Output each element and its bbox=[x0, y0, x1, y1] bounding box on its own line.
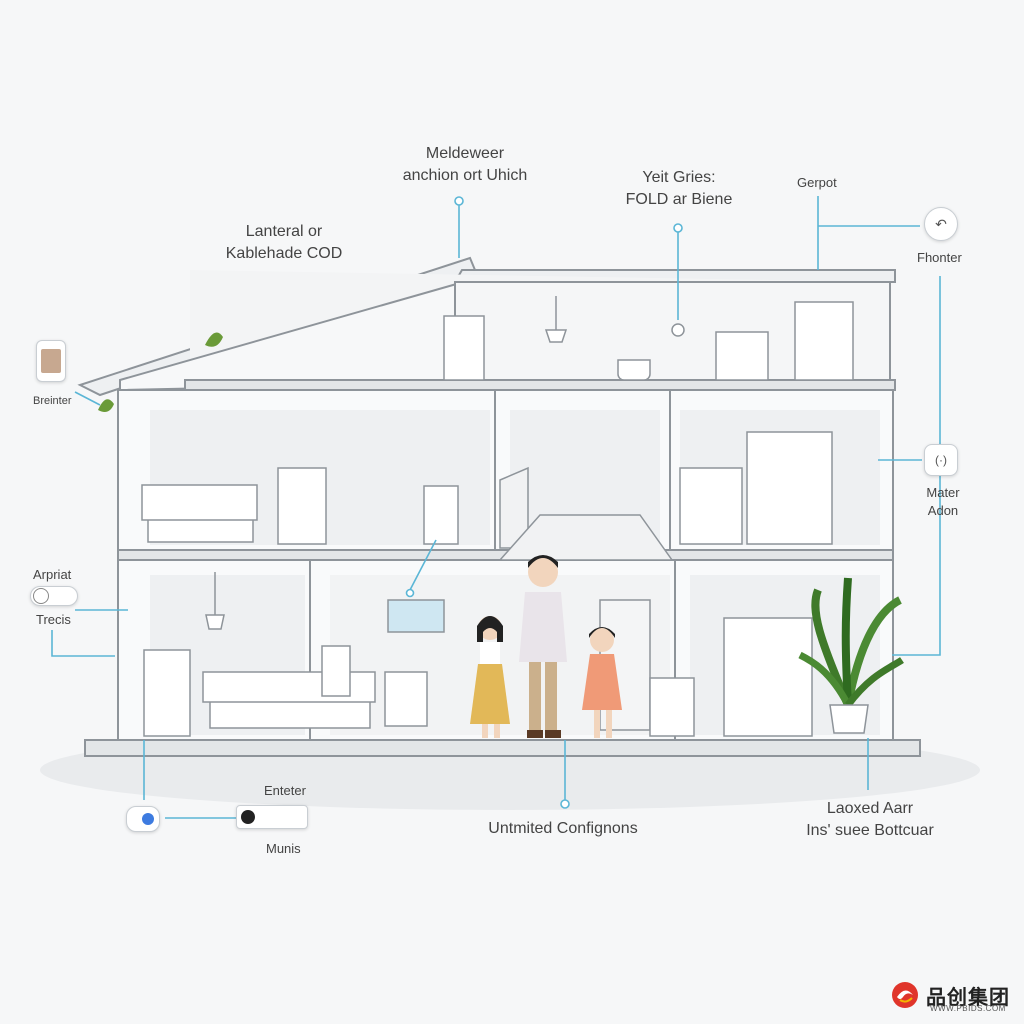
label-top-center-line1: Meldeweer bbox=[425, 145, 505, 162]
bookshelf-icon bbox=[443, 315, 485, 381]
label-bottom-center: Untmited Confignons bbox=[488, 820, 638, 837]
washer-icon bbox=[723, 617, 813, 737]
logo-text: 品创集团 bbox=[926, 986, 1010, 1009]
sensor-icon[interactable]: (·) bbox=[924, 444, 958, 476]
sofa-icon bbox=[141, 484, 258, 543]
air-purifier-icon bbox=[423, 485, 459, 545]
sink-icon bbox=[617, 359, 651, 381]
oven-icon bbox=[679, 467, 743, 545]
middle-furniture bbox=[141, 431, 833, 549]
label-top-mid-line1: Yeit Gries: bbox=[642, 169, 716, 186]
label-bottom-left-2: Munis bbox=[266, 841, 301, 856]
fridge-icon bbox=[746, 431, 833, 545]
label-top-mid-line2: FOLD ar Biene bbox=[625, 190, 733, 208]
label-left-top: Lanteral or Kablehade COD bbox=[226, 221, 343, 264]
tablet-device-icon[interactable] bbox=[36, 340, 66, 382]
camera-icon bbox=[671, 323, 685, 337]
label-left-mid-1: Arpriat bbox=[33, 567, 72, 582]
stairs-landing bbox=[498, 514, 674, 561]
brand-logo: 品创集团 bbox=[890, 980, 1010, 1010]
leaf-icon bbox=[205, 332, 223, 347]
attic-floor bbox=[184, 379, 896, 391]
label-right-upper: Fhonter bbox=[917, 250, 962, 265]
plant-icon bbox=[798, 577, 904, 734]
label-bottom-right-line1: Laoxed Aarr bbox=[826, 800, 914, 817]
drawer-icon bbox=[384, 671, 428, 727]
cabinet-icon bbox=[715, 331, 769, 381]
label-top-mid: Yeit Gries: FOLD ar Biene bbox=[626, 167, 733, 210]
bin-icon bbox=[649, 677, 695, 737]
label-bottom-left-1: Enteter bbox=[264, 783, 306, 798]
label-right-mid-line1: Mater bbox=[926, 485, 960, 500]
pendant-lamp-icon bbox=[544, 329, 568, 343]
heater-icon bbox=[143, 649, 191, 737]
label-bottom-right-line2: Ins' suee Bottcuar bbox=[806, 821, 934, 839]
label-right-mid: Mater Adon bbox=[926, 484, 959, 519]
ceiling-lamp-icon bbox=[205, 614, 225, 630]
label-left-mid-2: Trecis bbox=[36, 612, 71, 627]
connector-lines bbox=[51, 196, 941, 819]
tv-screen-icon bbox=[387, 599, 445, 633]
house-structure bbox=[77, 256, 921, 757]
label-top-center-line2: anchion ort Uhich bbox=[402, 166, 528, 184]
leaf-icon bbox=[98, 399, 114, 412]
logo-url: WWW.PBIDS.COM bbox=[930, 1004, 1006, 1013]
label-right-mid-line2: Adon bbox=[927, 502, 959, 518]
ground-furniture bbox=[143, 514, 813, 737]
logo-swirl-icon bbox=[892, 982, 918, 1008]
family-figures bbox=[470, 555, 622, 738]
label-bottom-right: Laoxed Aarr Ins' suee Bottcuar bbox=[806, 798, 934, 841]
label-top-right: Gerpot bbox=[797, 175, 837, 190]
wardrobe-icon bbox=[794, 301, 854, 381]
hub-device-icon[interactable] bbox=[236, 805, 308, 829]
label-top-center: Meldeweer anchion ort Uhich bbox=[403, 143, 528, 186]
smart-plug-icon[interactable] bbox=[126, 806, 160, 832]
label-left-device: Breinter bbox=[33, 395, 72, 407]
label-left-top-line1: Lanteral or bbox=[245, 223, 323, 240]
thermostat-icon[interactable]: ↶ bbox=[924, 207, 958, 241]
attic-furniture bbox=[443, 296, 854, 381]
toggle-switch[interactable] bbox=[30, 586, 78, 606]
foundation bbox=[84, 739, 921, 757]
label-left-top-line2: Kablehade COD bbox=[225, 244, 343, 262]
radiator-icon bbox=[277, 467, 327, 545]
speaker-icon bbox=[321, 645, 351, 697]
